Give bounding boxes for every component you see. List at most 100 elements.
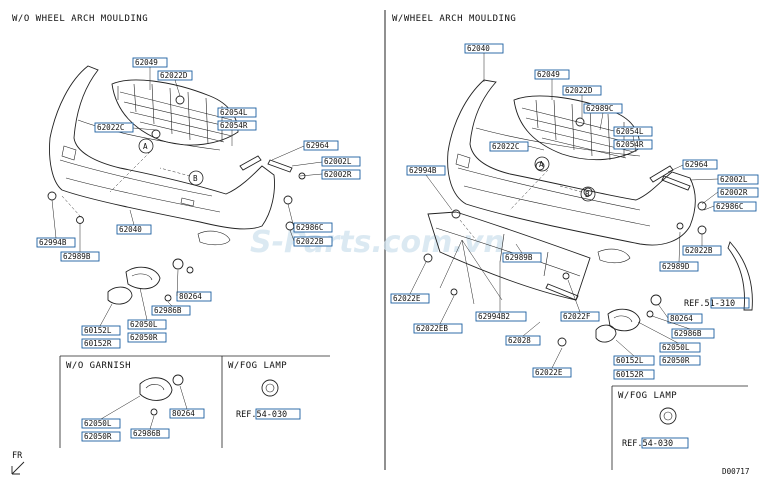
label-62022c-right[interactable]: 62022C — [489, 141, 529, 152]
diagram-code: D00717 — [722, 467, 749, 476]
label-62054l-left[interactable]: 62054L — [217, 107, 257, 118]
label-62986b-right[interactable]: 62986B — [671, 328, 715, 339]
label-62050r-right[interactable]: 62050R — [659, 355, 701, 366]
label-62050r-left[interactable]: 62050R — [127, 332, 167, 343]
ref-fog-right-box — [641, 437, 689, 449]
svg-text:62002L: 62002L — [324, 157, 352, 166]
callout-a-circle-right — [534, 156, 550, 172]
label-62022eb-right[interactable]: 62022EB — [413, 323, 463, 334]
label-62022c-left[interactable]: 62022C — [94, 122, 134, 133]
label-80264-right[interactable]: 80264 — [667, 313, 703, 324]
label-62049-right[interactable]: 62049 — [534, 69, 570, 80]
label-62002r-right[interactable]: 62002R — [717, 187, 759, 198]
svg-text:80264: 80264 — [179, 292, 202, 301]
label-62964-right[interactable]: 62964 — [682, 159, 718, 170]
label-62054r-right[interactable]: 62054R — [613, 139, 653, 150]
callout-a-circle — [138, 138, 154, 154]
svg-text:62964: 62964 — [306, 141, 329, 150]
ref-arch-box — [710, 297, 750, 309]
svg-text:62022C: 62022C — [492, 142, 519, 151]
label-62022f-right[interactable]: 62022F — [560, 311, 600, 322]
front-direction-indicator: FR — [11, 451, 25, 475]
bumper-cover-left — [49, 65, 275, 230]
svg-text:62022E: 62022E — [535, 368, 563, 377]
svg-text:60152L: 60152L — [84, 326, 112, 335]
label-62049-left[interactable]: 62049 — [132, 57, 168, 68]
label-62040-right[interactable]: 62040 — [464, 43, 504, 54]
label-62022e-bottom-right[interactable]: 62022E — [532, 367, 572, 378]
left-bumper-assembly: A B — [47, 65, 306, 305]
right-section-title: W/WHEEL ARCH MOULDING — [392, 14, 516, 24]
wo-garnish-title: W/O GARNISH — [66, 361, 131, 371]
label-60152r-left[interactable]: 60152R — [81, 338, 121, 349]
label-62050l-left[interactable]: 62050L — [127, 319, 167, 330]
label-62054r-left[interactable]: 62054R — [217, 120, 257, 131]
label-62054l-right[interactable]: 62054L — [613, 126, 653, 137]
svg-text:62022F: 62022F — [563, 312, 591, 321]
right-part-labels: 62040 62049 62022D 62989C 62022C 62054L … — [390, 43, 759, 380]
label-62028-right[interactable]: 62028 — [505, 335, 541, 346]
svg-text:62028: 62028 — [508, 336, 531, 345]
label-62002r-left[interactable]: 62002R — [321, 169, 361, 180]
svg-text:62050L: 62050L — [130, 320, 158, 329]
svg-text:80264: 80264 — [172, 409, 195, 418]
label-62994b2-right[interactable]: 62994B2 — [475, 311, 527, 322]
fr-arrow-icon — [11, 461, 25, 475]
label-62989b-right[interactable]: 62989B — [502, 252, 542, 263]
callout-a: A — [143, 142, 148, 151]
label-62986c-left[interactable]: 62986C — [293, 222, 333, 233]
label-62994b-right[interactable]: 62994B — [406, 165, 446, 176]
label-62989c-right[interactable]: 62989C — [583, 103, 623, 114]
svg-text:80264: 80264 — [670, 314, 693, 323]
label-62050r-garnish[interactable]: 62050R — [81, 431, 121, 442]
label-62986b-left[interactable]: 62986B — [151, 305, 191, 316]
svg-text:62022D: 62022D — [565, 86, 593, 95]
ref-fog-left: REF.54-030 — [236, 410, 287, 420]
label-62040-left[interactable]: 62040 — [116, 224, 152, 235]
svg-text:62050R: 62050R — [130, 333, 158, 342]
label-62050l-right[interactable]: 62050L — [659, 342, 701, 353]
svg-text:62022C: 62022C — [97, 123, 124, 132]
wo-garnish-panel: W/O GARNISH 62050L 62050R 80264 62986B — [59, 355, 222, 448]
label-62022d-right[interactable]: 62022D — [562, 85, 602, 96]
svg-text:62002L: 62002L — [720, 175, 748, 184]
svg-text:62989B: 62989B — [505, 253, 533, 262]
label-80264-garnish[interactable]: 80264 — [169, 408, 205, 419]
label-60152l-left[interactable]: 60152L — [81, 325, 121, 336]
label-62994b-left[interactable]: 62994B — [36, 237, 76, 248]
label-60152r-right[interactable]: 60152R — [613, 369, 655, 380]
callout-a-right: A — [539, 160, 544, 169]
svg-text:62994B: 62994B — [39, 238, 67, 247]
label-62002l-right[interactable]: 62002L — [717, 174, 759, 185]
label-62986c-right[interactable]: 62986C — [713, 201, 757, 212]
svg-text:62054L: 62054L — [220, 108, 248, 117]
label-62050l-garnish[interactable]: 62050L — [81, 418, 121, 429]
svg-text:62040: 62040 — [467, 44, 490, 53]
label-62002l-left[interactable]: 62002L — [321, 156, 361, 167]
callout-b-right: B — [585, 190, 590, 199]
svg-text:62994B2: 62994B2 — [478, 312, 510, 321]
svg-text:62022D: 62022D — [160, 71, 188, 80]
right-bumper-assembly: A B — [423, 79, 753, 347]
label-62022b-right[interactable]: 62022B — [682, 245, 722, 256]
label-62986b-garnish[interactable]: 62986B — [130, 428, 170, 439]
label-80264-left[interactable]: 80264 — [176, 291, 212, 302]
bumper-cover-right — [447, 79, 696, 246]
ref-fog-right: REF.54-030 — [622, 439, 673, 449]
label-60152l-right[interactable]: 60152L — [613, 355, 655, 366]
label-62989d-right[interactable]: 62989D — [659, 261, 699, 272]
label-62022b-left[interactable]: 62022B — [293, 236, 333, 247]
label-62022e-right[interactable]: 62022E — [390, 293, 430, 304]
left-part-labels: 62049 62022D 62022C 62054L 62054R 62964 … — [36, 57, 361, 349]
svg-text:62049: 62049 — [135, 58, 158, 67]
label-62964-left[interactable]: 62964 — [303, 140, 339, 151]
label-62989b-left[interactable]: 62989B — [60, 251, 100, 262]
svg-text:60152R: 60152R — [616, 370, 644, 379]
svg-text:62989B: 62989B — [63, 252, 91, 261]
fog-lamp-title-left: W/FOG LAMP — [228, 361, 287, 371]
svg-text:62986B: 62986B — [133, 429, 161, 438]
svg-text:62986B: 62986B — [154, 306, 182, 315]
svg-text:62050R: 62050R — [84, 432, 112, 441]
label-62022d-left[interactable]: 62022D — [157, 70, 193, 81]
